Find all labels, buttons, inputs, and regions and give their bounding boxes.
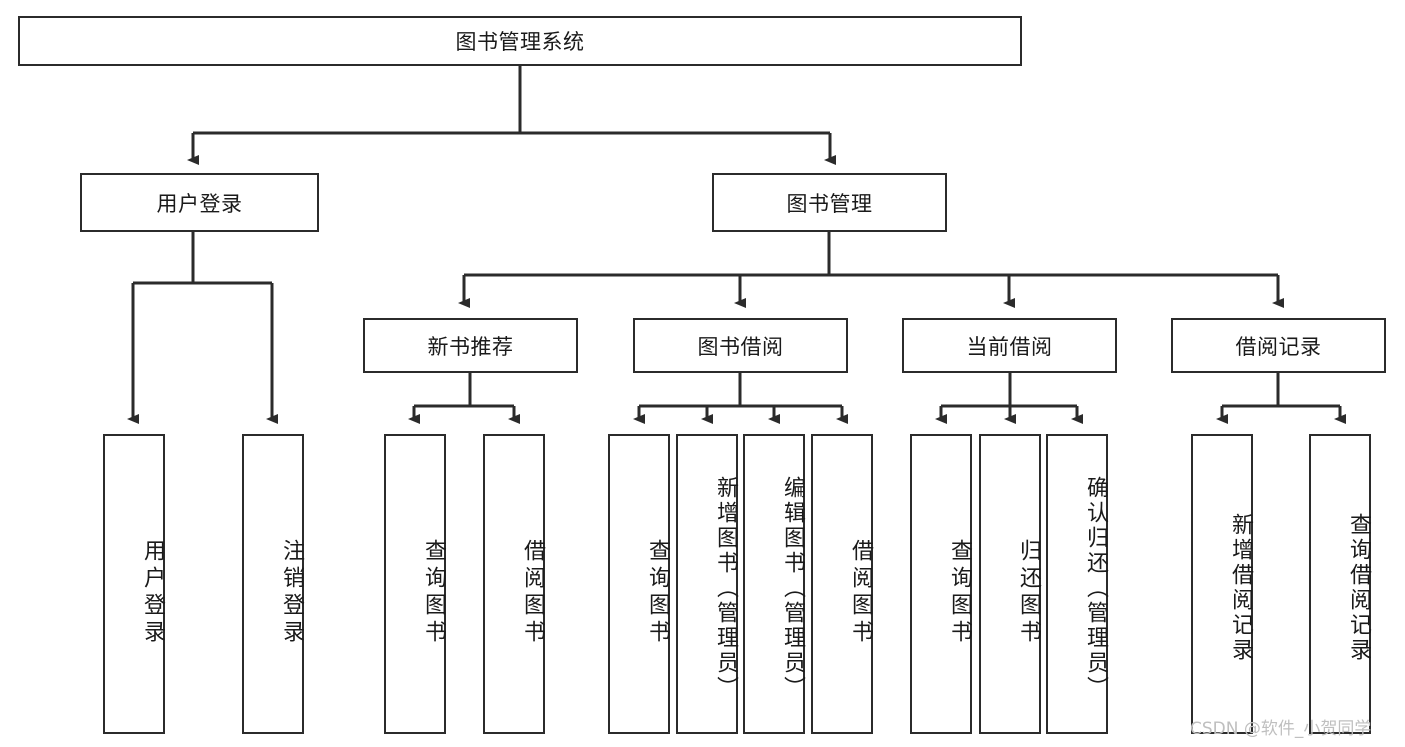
node-new-book-recommend[interactable]: 新书推荐 — [363, 318, 578, 373]
leaf-current-borrow-query-book[interactable]: 查询图书 — [910, 434, 972, 734]
leaf-user-login-signin[interactable]: 用户登录 — [103, 434, 165, 734]
leaf-borrow-record-query-record[interactable]: 查询借阅记录 — [1309, 434, 1371, 734]
leaf-borrow-record-add-record[interactable]: 新增借阅记录 — [1191, 434, 1253, 734]
watermark-text: CSDN @软件_小贺同学 — [1190, 719, 1372, 739]
leaf-new-book-query-book[interactable]: 查询图书 — [384, 434, 446, 734]
leaf-user-login-signout[interactable]: 注销登录 — [242, 434, 304, 734]
node-current-borrow[interactable]: 当前借阅 — [902, 318, 1117, 373]
leaf-current-borrow-confirm-return-admin[interactable]: 确认归还（管理员） — [1046, 434, 1108, 734]
leaf-book-borrow-add-book-admin[interactable]: 新增图书（管理员） — [676, 434, 738, 734]
leaf-book-borrow-borrow-book[interactable]: 借阅图书 — [811, 434, 873, 734]
node-root-book-management-system[interactable]: 图书管理系统 — [18, 16, 1022, 66]
leaf-current-borrow-return-book[interactable]: 归还图书 — [979, 434, 1041, 734]
leaf-book-borrow-edit-book-admin[interactable]: 编辑图书（管理员） — [743, 434, 805, 734]
node-user-login[interactable]: 用户登录 — [80, 173, 319, 232]
node-borrow-record[interactable]: 借阅记录 — [1171, 318, 1386, 373]
leaf-new-book-borrow-book[interactable]: 借阅图书 — [483, 434, 545, 734]
leaf-book-borrow-query-book[interactable]: 查询图书 — [608, 434, 670, 734]
node-book-management[interactable]: 图书管理 — [712, 173, 947, 232]
node-book-borrow[interactable]: 图书借阅 — [633, 318, 848, 373]
